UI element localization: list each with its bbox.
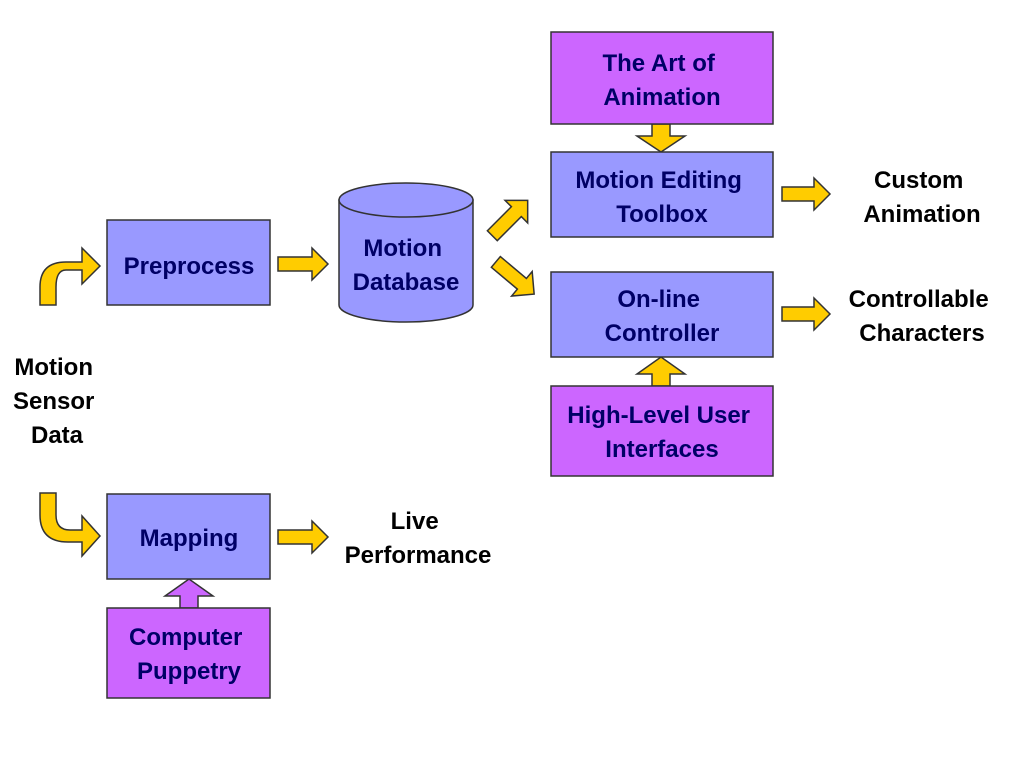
computer-puppetry-label: Computer Puppetry [129,624,249,685]
controllable-characters-label: Controllable Characters [849,286,996,347]
art-of-animation-box [550,31,774,125]
arrow-ui-to-controller [634,356,688,387]
arrow-mapping-to-live [277,519,330,555]
online-controller-label: On-line Controller [605,286,720,347]
motion-editing-toolbox-label: Motion Editing Toolbox [575,167,748,228]
live-performance-label: Live Performance [345,508,492,569]
online-controller-box [550,271,774,358]
motion-database-label: Motion Database [353,235,460,296]
arrow-puppetry-to-mapping [162,578,216,609]
arrow-sensor-to-preprocess [39,246,102,306]
arrow-database-to-controller [490,255,535,297]
mapping-box [106,493,271,580]
computer-puppetry-box [106,607,271,699]
art-of-animation-label: The Art of Animation [602,50,721,111]
arrow-database-to-editing [486,199,529,242]
motion-sensor-data-label: Motion Sensor Data [13,354,101,449]
preprocess-box [106,219,271,306]
preprocess-label: Preprocess [124,253,255,280]
motion-editing-toolbox-box [550,151,774,238]
arrow-editing-to-custom [781,176,832,212]
motion-database-cylinder [338,182,474,323]
arrow-preprocess-to-database [277,246,330,282]
mapping-label: Mapping [140,525,239,552]
custom-animation-label: Custom Animation [863,167,980,228]
high-level-ui-box [550,385,774,477]
arrow-controller-to-characters [781,296,832,332]
high-level-ui-label: High-Level User Interfaces [567,402,756,463]
arrow-art-to-editing [634,123,688,153]
arrow-sensor-to-mapping [39,492,102,558]
